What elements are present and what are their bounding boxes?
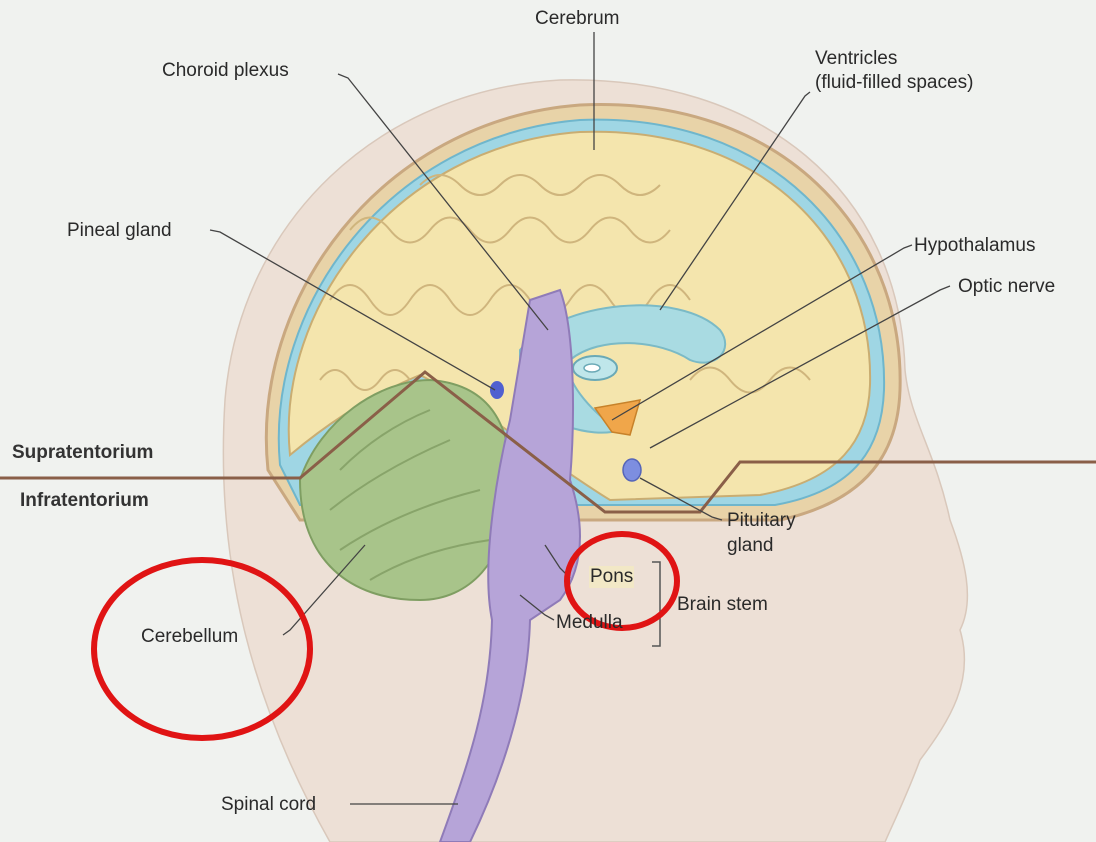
label-choroid-plexus: Choroid plexus (162, 60, 289, 82)
label-pituitary-line2: gland (727, 535, 774, 557)
label-cerebellum: Cerebellum (141, 626, 238, 648)
label-brain-stem: Brain stem (677, 594, 768, 616)
label-infratentorium: Infratentorium (20, 490, 149, 512)
label-spinal-cord: Spinal cord (221, 794, 316, 816)
label-pineal-gland: Pineal gland (67, 220, 172, 242)
label-optic-nerve: Optic nerve (958, 276, 1055, 298)
label-pons: Pons (589, 566, 634, 588)
label-hypothalamus: Hypothalamus (914, 235, 1035, 257)
label-supratentorium: Supratentorium (12, 442, 153, 464)
pituitary-shape (623, 459, 641, 481)
pineal-shape (490, 381, 504, 399)
label-pituitary-line1: Pituitary (727, 510, 796, 532)
label-ventricles-line2: (fluid-filled spaces) (815, 72, 973, 94)
label-cerebrum: Cerebrum (535, 8, 619, 30)
label-ventricles-line1: Ventricles (815, 48, 897, 70)
label-medulla: Medulla (556, 612, 623, 634)
